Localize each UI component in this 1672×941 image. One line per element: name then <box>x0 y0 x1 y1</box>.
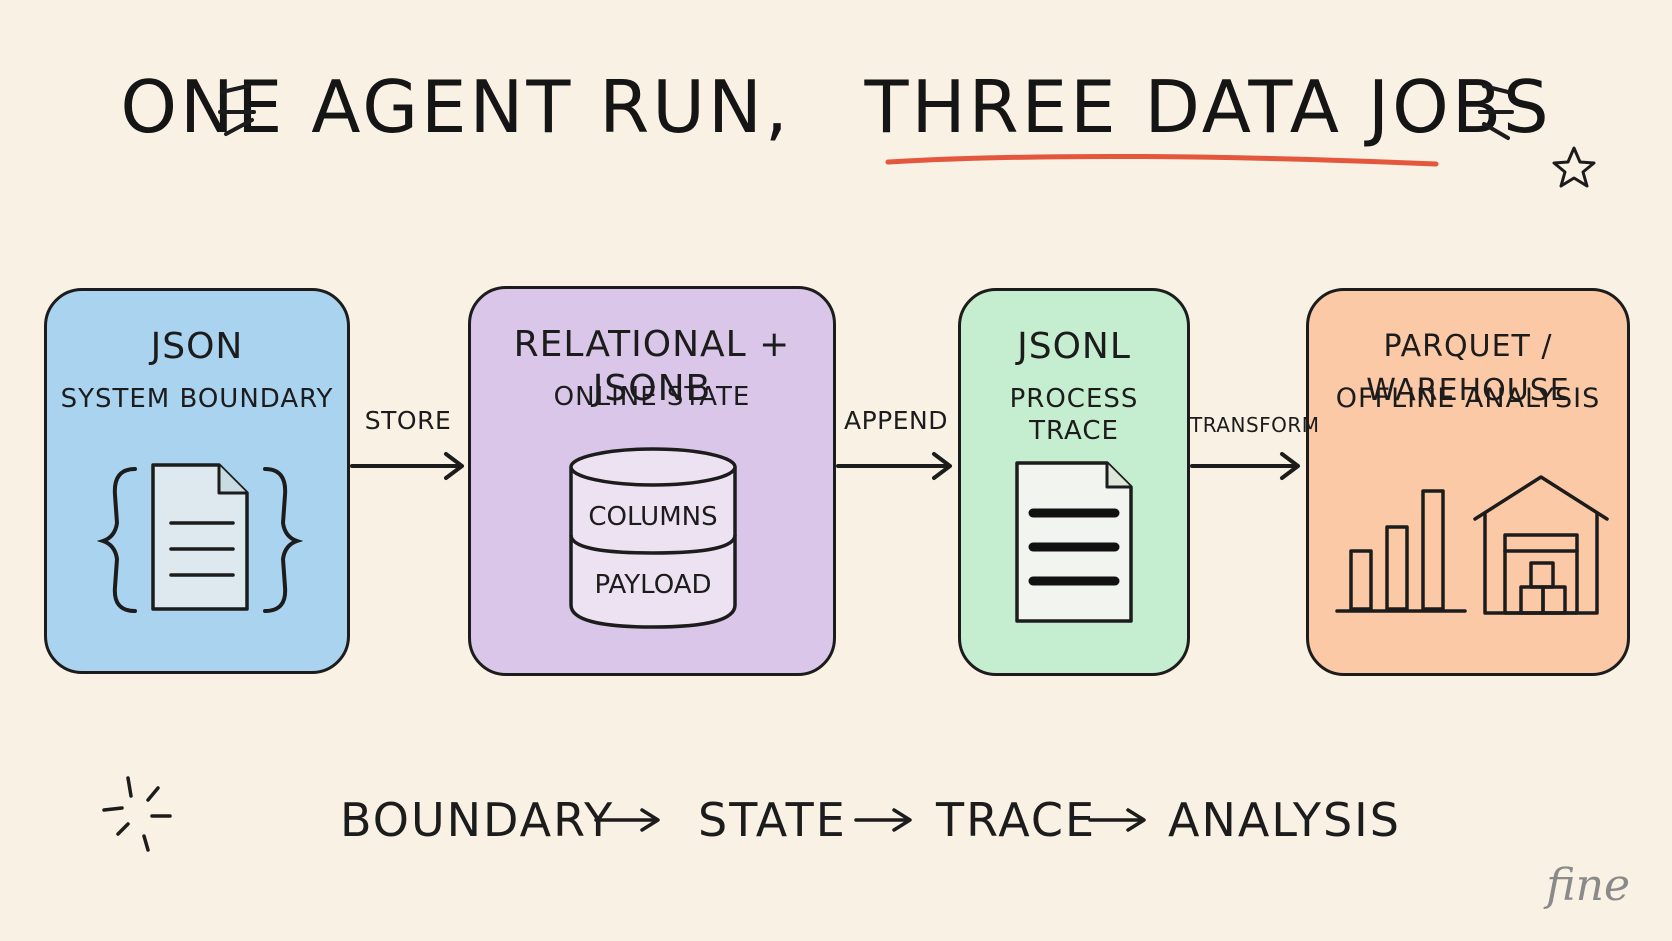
stage-role-label: PROCESS TRACE <box>1009 384 1139 446</box>
connector-label-store: STORE <box>364 406 452 435</box>
bar-chart-warehouse-icon <box>1335 475 1609 615</box>
stage-card-json: JSON SYSTEM BOUNDARY <box>44 288 350 674</box>
json-document-icon <box>96 463 304 613</box>
db-layer-columns: COLUMNS <box>588 502 718 532</box>
warehouse-icon <box>1473 475 1609 615</box>
stage-card-parquet: PARQUET / WAREHOUSE OFFLINE ANALYSIS <box>1306 288 1630 676</box>
stage-format-label: JSON <box>150 326 244 367</box>
stage-card-jsonl: JSONL PROCESS TRACE <box>958 288 1190 676</box>
flow-step-boundary: BOUNDARY <box>340 793 615 847</box>
brand-watermark: fine <box>1546 860 1630 911</box>
left-sparkle-marks <box>218 84 256 136</box>
title-part-1: ONE AGENT RUN, <box>120 65 791 149</box>
flow-step-trace: TRACE <box>936 793 1097 847</box>
db-layer-payload: PAYLOAD <box>594 570 712 600</box>
stage-format-label: JSONL <box>1017 326 1131 367</box>
title-part-2: THREE DATA JOBS <box>864 65 1552 149</box>
stage-role-label: OFFLINE ANALYSIS <box>1335 383 1601 414</box>
bar-chart-icon <box>1335 489 1467 613</box>
flow-step-state: STATE <box>698 793 847 847</box>
stage-card-relational: RELATIONAL + JSONB ONLINE STATE COLUMNS … <box>468 286 836 676</box>
stage-role-label: ONLINE STATE <box>553 382 751 412</box>
connector-label-append: APPEND <box>844 406 949 435</box>
stage-format-label: RELATIONAL + JSONB <box>513 324 791 409</box>
burst-icon <box>102 776 172 852</box>
stage-role-label: SYSTEM BOUNDARY <box>60 384 334 414</box>
stage-format-label: PARQUET / WAREHOUSE <box>1366 329 1570 408</box>
database-cylinder-icon <box>569 447 737 629</box>
right-sparkle-marks <box>1478 84 1514 140</box>
lined-document-icon <box>1015 461 1133 623</box>
page-title: ONE AGENT RUN, THREE DATA JOBS <box>0 62 1672 152</box>
connector-label-transform: TRANSFORM <box>1190 413 1320 437</box>
star-icon <box>1552 146 1596 188</box>
flow-step-analysis: ANALYSIS <box>1168 793 1401 847</box>
